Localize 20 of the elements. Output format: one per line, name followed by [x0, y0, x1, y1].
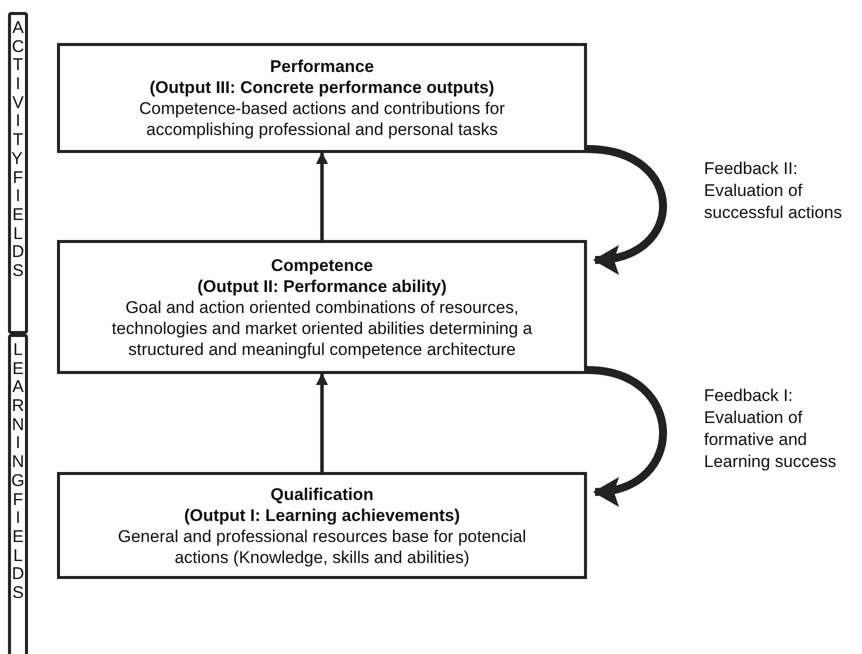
feedback-arrow [586, 366, 667, 504]
arrow [316, 373, 328, 472]
vertical-band [8, 334, 28, 654]
process-box [57, 472, 587, 579]
vertical-band [8, 12, 28, 334]
process-box [57, 43, 587, 153]
arrow [316, 152, 328, 240]
box-description: Goal and action oriented combinations of resources, technologies and market oriented abilities determining a structured and meaningful competence architecture [110, 296, 534, 360]
box-subtitle: (Output II: Performance ability) [197, 276, 447, 296]
vertical-label: ACTIVITY FIELDS [11, 19, 25, 282]
box-title: Qualification [270, 484, 374, 504]
vertical-label: LEARNING FIELDS [11, 341, 25, 604]
process-box [57, 240, 587, 374]
box-description: Competence-based actions and contributions for accomplishing professional and personal tasks [138, 98, 506, 140]
feedback-arrow [586, 145, 667, 272]
box-subtitle: (Output I: Learning achievements) [184, 504, 460, 526]
box-description: General and professional resources base for potencial actions (Knowledge, skills and abilities) [116, 526, 528, 568]
box-title: Competence [270, 254, 374, 276]
box-title: Performance [270, 56, 374, 77]
box-subtitle: (Output III: Concrete performance outputs) [150, 77, 494, 98]
